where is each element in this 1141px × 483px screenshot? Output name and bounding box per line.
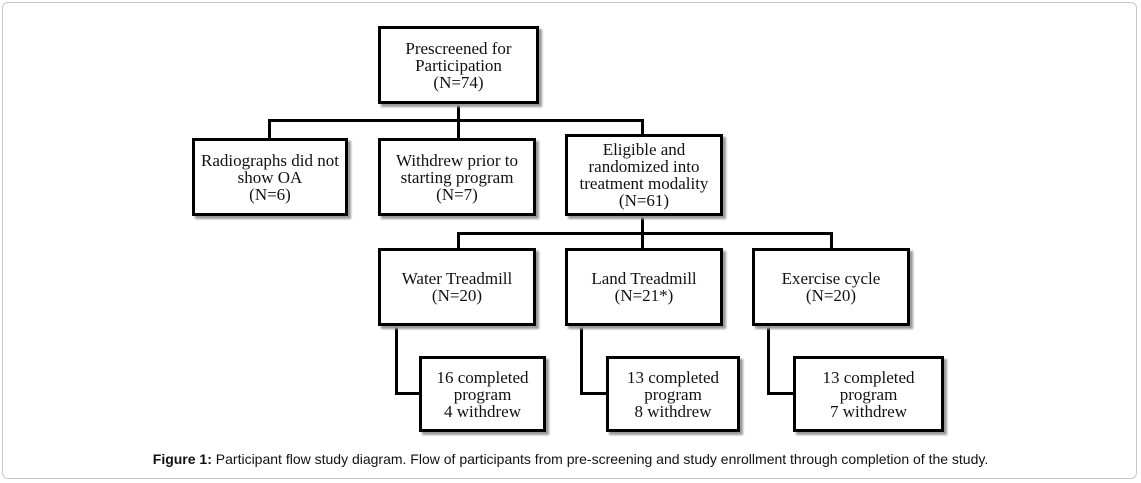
- eligible-box: Eligible and randomized into treatment m…: [565, 134, 723, 216]
- connector-top-stem: [457, 103, 460, 122]
- connector-land-right: [580, 392, 607, 395]
- figure-caption: Figure 1: Participant flow study diagram…: [0, 451, 1141, 467]
- connector-to-eligible: [641, 119, 644, 135]
- land-treadmill-line-2: (N=21*): [614, 286, 674, 305]
- connector-to-land: [641, 232, 644, 249]
- eligible-line-4: (N=61): [618, 191, 670, 210]
- withdrew-prior-line-1: Withdrew prior to: [395, 150, 519, 170]
- water-treadmill-line-1: Water Treadmill: [401, 269, 513, 288]
- no-oa-line-3: (N=6): [249, 184, 291, 204]
- exercise-cycle-line-2: (N=20): [805, 286, 857, 305]
- water-treadmill-box: Water Treadmill (N=20): [378, 248, 536, 326]
- land-outcome-box: 13 completed program 8 withdrew: [606, 356, 740, 432]
- connector-mid-stem: [641, 214, 644, 235]
- land-outcome-line-3: 8 withdrew: [634, 401, 712, 421]
- prescreened-box: Prescreened for Participation (N=74): [378, 26, 539, 104]
- prescreened-line-3: (N=74): [433, 72, 484, 92]
- eligible-line-1: Eligible and: [602, 140, 686, 159]
- land-treadmill-line-1: Land Treadmill: [591, 269, 697, 288]
- no-oa-box: Radiographs did not show OA (N=6): [192, 138, 348, 216]
- connector-cycle-down: [767, 325, 770, 395]
- land-treadmill-box: Land Treadmill (N=21*): [565, 248, 723, 326]
- prescreened-line-2: Participation: [415, 55, 502, 75]
- no-oa-line-2: show OA: [237, 167, 303, 187]
- prescreened-line-1: Prescreened for: [405, 38, 512, 58]
- caption-label: Figure 1:: [152, 451, 212, 467]
- cycle-outcome-box: 13 completed program 7 withdrew: [793, 356, 944, 432]
- connector-top-bar: [268, 119, 644, 122]
- withdrew-prior-box: Withdrew prior to starting program (N=7): [378, 138, 536, 216]
- water-outcome-line-1: 16 completed: [436, 367, 529, 387]
- no-oa-line-1: Radiographs did not: [201, 150, 339, 170]
- connector-cycle-right: [767, 392, 794, 395]
- eligible-line-2: randomized into: [588, 157, 700, 176]
- connector-land-down: [580, 325, 583, 395]
- water-outcome-line-3: 4 withdrew: [444, 401, 521, 421]
- caption-text: Participant flow study diagram. Flow of …: [211, 451, 989, 467]
- connector-water-down: [395, 325, 398, 395]
- cycle-outcome-line-3: 7 withdrew: [830, 401, 907, 421]
- withdrew-prior-line-3: (N=7): [436, 184, 478, 204]
- water-treadmill-line-2: (N=20): [431, 286, 483, 305]
- land-outcome-line-1: 13 completed: [626, 367, 720, 387]
- connector-to-water: [457, 232, 460, 249]
- connector-water-right: [395, 392, 420, 395]
- cycle-outcome-line-1: 13 completed: [822, 367, 915, 387]
- land-outcome-line-2: program: [644, 384, 702, 404]
- connector-mid-bar: [457, 232, 833, 235]
- water-outcome-box: 16 completed program 4 withdrew: [419, 356, 546, 432]
- cycle-outcome-line-2: program: [839, 384, 898, 404]
- withdrew-prior-line-2: starting program: [400, 167, 514, 187]
- connector-to-cycle: [830, 232, 833, 249]
- connector-to-withdrew: [457, 119, 460, 139]
- exercise-cycle-line-1: Exercise cycle: [781, 269, 881, 288]
- exercise-cycle-box: Exercise cycle (N=20): [752, 248, 910, 326]
- water-outcome-line-2: program: [453, 384, 512, 404]
- connector-to-no-oa: [268, 119, 271, 139]
- eligible-line-3: treatment modality: [579, 174, 709, 193]
